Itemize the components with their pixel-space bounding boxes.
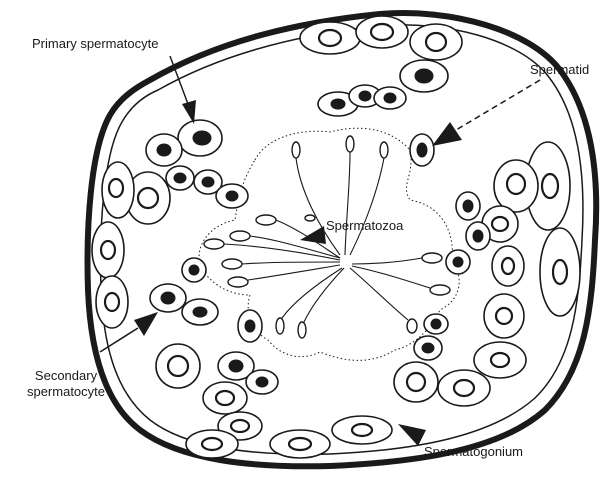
germinal-cells	[92, 16, 580, 458]
spermatozoa-label: Spermatozoa	[326, 218, 403, 234]
spermatogonium-label: Spermatogonium	[424, 444, 523, 460]
primary-spermatocyte-label: Primary spermatocyte	[32, 36, 158, 52]
tubule-wall	[88, 13, 597, 466]
spermatid-label: Spermatid	[530, 62, 589, 78]
secondary-spermatocyte-label-line2: spermatocyte	[14, 384, 118, 400]
secondary-spermatocyte-label-line1: Secondary	[14, 368, 118, 384]
spermatozoa-group	[204, 136, 450, 338]
secondary-spermatocyte-label: Secondary spermatocyte	[14, 368, 118, 400]
